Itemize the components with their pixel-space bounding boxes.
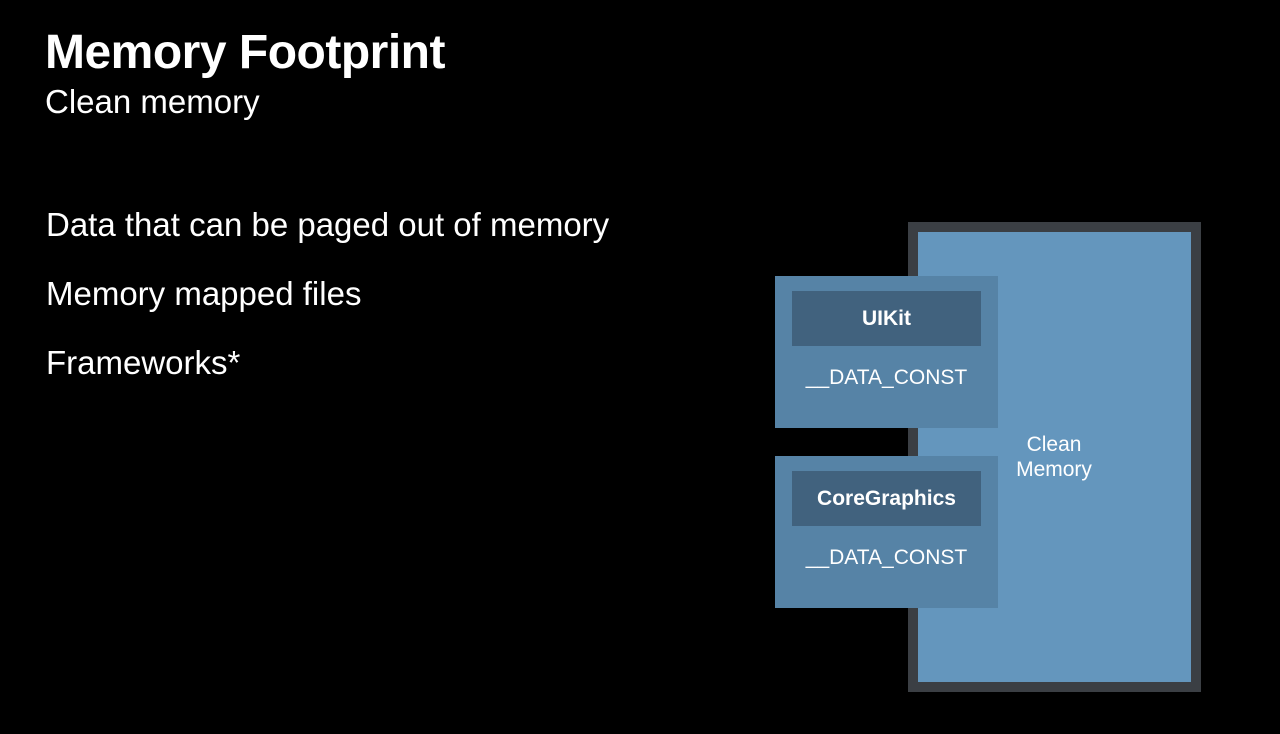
framework-segment: __DATA_CONST (805, 366, 968, 389)
bullet-list: Data that can be paged out of memory Mem… (46, 205, 609, 412)
framework-block-uikit: UIKit __DATA_CONST (775, 276, 998, 428)
clean-memory-label-line1: Clean (1026, 433, 1082, 456)
framework-name: CoreGraphics (792, 471, 981, 526)
clean-memory-label-line2: Memory (1016, 458, 1092, 481)
framework-segment: __DATA_CONST (805, 546, 968, 569)
framework-name: UIKit (792, 291, 981, 346)
framework-block-coregraphics: CoreGraphics __DATA_CONST (775, 456, 998, 608)
bullet-item: Data that can be paged out of memory (46, 206, 610, 243)
slide-subtitle: Clean memory (45, 83, 260, 120)
bullet-item: Memory mapped files (46, 275, 362, 312)
clean-memory-label: Clean Memory (1004, 432, 1104, 482)
slide-title: Memory Footprint (45, 26, 445, 79)
bullet-item: Frameworks* (46, 344, 241, 381)
